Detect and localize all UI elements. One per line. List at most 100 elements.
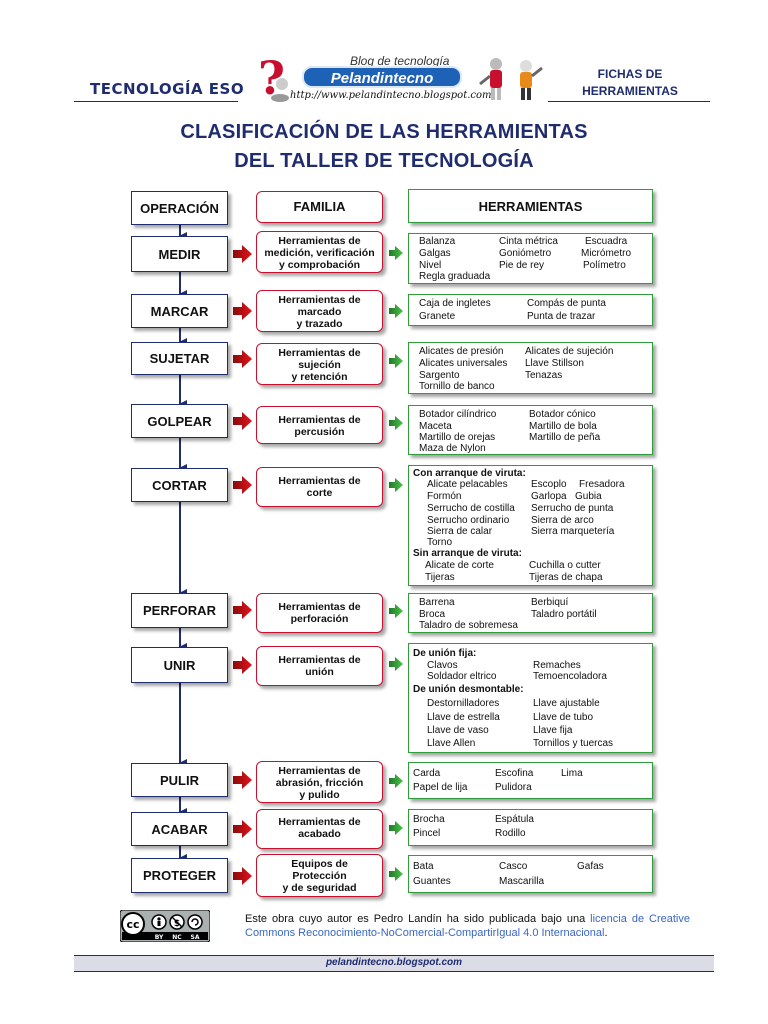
tool-item: Carda — [413, 768, 441, 779]
tool-item: Micrómetro — [581, 248, 632, 259]
family-proteger: Equipos de Protección y de seguridad — [256, 854, 383, 897]
tool-item: Llave ajustable — [533, 698, 600, 709]
footer-site-link[interactable]: pelandintecno.blogspot.com — [325, 957, 463, 968]
column-header-operation-label: OPERACIÓN — [140, 200, 219, 216]
tool-item: Tornillos y tuercas — [533, 738, 614, 749]
operation-cortar: CORTAR — [131, 468, 228, 502]
tools-pulir: Carda Escofina Lima Papel de lija Pulido… — [408, 762, 653, 799]
tools-cortar: Con arranque de viruta: Alicate pelacabl… — [408, 465, 653, 586]
tool-item: Mascarilla — [499, 876, 545, 887]
tool-item: Casco — [499, 861, 528, 872]
logo-name: Pelandintecno — [302, 66, 462, 88]
tool-item: Botador cónico — [529, 409, 596, 420]
header-series-line2: HERRAMIENTAS — [582, 84, 678, 98]
tool-item: Remaches — [533, 660, 581, 671]
tool-item: Pie de rey — [499, 260, 545, 271]
column-header-family-label: FAMILIA — [293, 199, 346, 214]
tool-item: Cuchilla o cutter — [529, 560, 601, 571]
blog-logo[interactable]: ? Blog de tecnología Pelandintecno http:… — [250, 52, 550, 104]
logo-blog-label: Blog de tecnología — [350, 54, 450, 68]
tools-subheading: De unión fija: — [413, 648, 477, 659]
question-mark-icon: ? — [258, 52, 289, 104]
family-line: Herramientas de — [278, 235, 361, 247]
tools-subheading: De unión desmontable: — [413, 684, 524, 695]
family-line: corte — [306, 487, 333, 499]
cc-nc-label: NC — [172, 934, 182, 941]
family-line: marcado — [297, 306, 342, 318]
family-line: Herramientas de — [278, 654, 361, 666]
tool-item: Caja de ingletes — [419, 298, 491, 309]
tool-item: Pincel — [413, 828, 441, 839]
header-series-line1: FICHAS DE — [597, 67, 663, 81]
operation-label: CORTAR — [152, 477, 207, 493]
tools-medir: Balanza Cinta métrica Escuadra Galgas Go… — [408, 233, 653, 284]
operation-proteger: PROTEGER — [131, 858, 228, 893]
tool-item: Espátula — [495, 814, 534, 825]
tool-item: Botador cilíndrico — [419, 409, 497, 420]
tool-item: Llave de estrella — [427, 712, 500, 723]
operation-label: GOLPEAR — [147, 413, 212, 429]
family-line: abrasión, fricción — [275, 777, 364, 789]
family-line: unión — [305, 666, 334, 678]
tool-item: Garlopa — [531, 491, 567, 502]
tool-item: Llave de tubo — [533, 712, 594, 723]
tool-item: Maceta — [419, 421, 452, 432]
tools-acabar: Brocha Espátula Pincel Rodillo — [408, 809, 653, 846]
header-rule-left — [74, 101, 238, 102]
license-notice: Este obra cuyo autor es Pedro Landín ha … — [245, 912, 690, 940]
family-marcar: Herramientas de marcado y trazado — [256, 290, 383, 332]
tool-item: Bata — [413, 861, 434, 872]
tool-item: Galgas — [419, 248, 451, 259]
creative-commons-badge-icon[interactable]: cc $ BY NC SA — [120, 910, 210, 942]
license-link[interactable]: licencia de Creative Commons Reconocimie… — [245, 913, 690, 939]
operation-perforar: PERFORAR — [131, 593, 228, 628]
page-title-line1: CLASIFICACIÓN DE LAS HERRAMIENTAS — [180, 121, 588, 143]
family-perforar: Herramientas de perforación — [256, 593, 383, 633]
tool-item: Martillo de bola — [529, 421, 597, 432]
tool-item: Sierra de calar — [427, 526, 493, 537]
family-line: Herramientas de — [278, 294, 361, 306]
tool-item: Pulidora — [495, 782, 532, 793]
family-line: Herramientas de — [278, 765, 361, 777]
tool-item: Goniómetro — [499, 248, 552, 259]
tool-item: Alicate pelacables — [427, 479, 508, 490]
operation-unir: UNIR — [131, 647, 228, 683]
family-line: Herramientas de — [278, 347, 361, 359]
tool-item: Alicates universales — [419, 358, 508, 369]
tool-item: Gafas — [577, 861, 604, 872]
family-sujetar: Herramientas de sujeción y retención — [256, 343, 383, 385]
tool-item: Destornilladores — [427, 698, 500, 709]
column-header-family: FAMILIA — [256, 191, 383, 223]
svg-text:$: $ — [174, 919, 180, 929]
tool-item: Broca — [419, 609, 446, 620]
cc-sa-label: SA — [191, 934, 200, 941]
header-rule-right — [548, 101, 710, 102]
family-line: y de seguridad — [282, 882, 357, 894]
tool-item: Alicates de presión — [419, 346, 504, 357]
family-line: perforación — [290, 613, 349, 625]
tool-item: Compás de punta — [527, 298, 606, 309]
family-line: y comprobación — [278, 259, 361, 271]
column-header-tools: HERRAMIENTAS — [408, 189, 653, 223]
cc-by-label: BY — [155, 934, 164, 941]
tool-item: Alicates de sujeción — [525, 346, 614, 357]
tools-golpear: Botador cilíndrico Botador cónico Maceta… — [408, 405, 653, 455]
family-unir: Herramientas de unión — [256, 646, 383, 686]
operation-golpear: GOLPEAR — [131, 404, 228, 438]
family-line: sujeción — [298, 359, 341, 371]
tool-item: Maza de Nylon — [419, 443, 486, 454]
tools-proteger: Bata Casco Gafas Guantes Mascarilla — [408, 855, 653, 893]
tool-item: Llave fija — [533, 725, 573, 736]
family-line: acabado — [298, 828, 341, 840]
logo-url[interactable]: http://www.pelandintecno.blogspot.com — [290, 90, 492, 101]
tool-item: Clavos — [427, 660, 458, 671]
header-series: FICHAS DE HERRAMIENTAS — [560, 66, 700, 100]
tool-item: Soldador eltrico — [427, 671, 497, 682]
tool-item: Alicate de corte — [425, 560, 494, 571]
tool-item: Brocha — [413, 814, 445, 825]
page-title-line2: DEL TALLER DE TECNOLOGÍA — [234, 150, 534, 172]
tool-item: Balanza — [419, 236, 456, 247]
family-pulir: Herramientas de abrasión, fricción y pul… — [256, 761, 383, 803]
tool-item: Taladro de sobremesa — [419, 620, 518, 631]
tools-marcar: Caja de ingletes Compás de punta Granete… — [408, 294, 653, 326]
